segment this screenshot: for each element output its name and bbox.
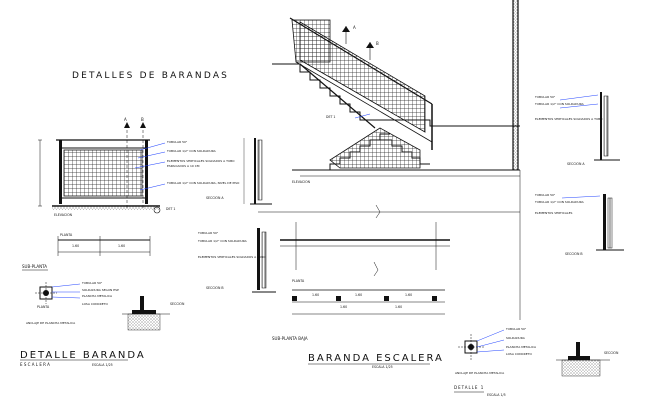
section-b-right xyxy=(561,194,624,251)
label-planta-post: PLANTA xyxy=(37,305,50,309)
dim-5: 1.60 xyxy=(405,293,413,297)
note-2: ESPACIADOS A 10 CM xyxy=(167,164,200,168)
label-det1: DET 1 xyxy=(166,207,176,211)
note-anclaje2: ANCLAJE DE PLANCHA METALICA xyxy=(455,371,505,375)
section-a-small xyxy=(243,138,272,205)
label-seccion-b1: SECCION B xyxy=(206,286,224,290)
note-tub-mid: TUBULAR 50" xyxy=(198,231,219,235)
marker-a2: A xyxy=(353,25,356,30)
title-detalle-baranda: DETALLE BARANDA xyxy=(20,350,146,361)
note-anclaje: ANCLAJE DE PLANCHA METALICA xyxy=(26,321,76,325)
note-tubular-1: TUBULAR 1/2" CON SOLDADURA xyxy=(167,149,216,153)
note-det-r3: PLANCHA METALICA xyxy=(506,345,537,349)
scale-mid: ESCALA 1/25 xyxy=(372,365,393,369)
marker-a1: A xyxy=(124,117,127,122)
label-seccion-a2: SECCION A xyxy=(567,162,585,166)
label-det1-stair: DET 1 xyxy=(326,115,336,119)
section-b-small xyxy=(252,228,276,293)
dim-3: 1.60 xyxy=(312,293,320,297)
note-det-left1: TUBULAR 50" xyxy=(82,281,103,285)
note-mid: ELEMENTOS VERTICALES SOLDADOS A TUBO xyxy=(198,255,266,259)
label-planta2: PLANTA xyxy=(292,279,305,283)
label-sub-planta: SUB-PLANTA xyxy=(22,264,47,269)
label-seccion-small: SECCION xyxy=(170,302,185,306)
label-seccion-b2: SECCION B xyxy=(565,252,583,256)
note-tub-mid2: TUBULAR 1/2" CON SOLDADURA xyxy=(198,239,247,243)
label-seccion-a1: SECCION A xyxy=(206,196,224,200)
label-planta1: PLANTA xyxy=(60,233,73,237)
marker-b2: B xyxy=(376,41,379,46)
note-tubular-r2: TUBULAR 1/2" CON SOLDADURA xyxy=(535,102,584,106)
note-det-r4: LOSA CONCRETO xyxy=(506,352,532,356)
note-det-left3: PLANCHA METALICA xyxy=(82,294,113,298)
plan-dims-left xyxy=(57,236,151,256)
note-r2: ELEMENTOS VERTICALES xyxy=(535,211,573,215)
sheet-title: DETALLES DE BARANDAS xyxy=(72,71,230,81)
dim-4: 1.60 xyxy=(355,293,363,297)
post-detail-right xyxy=(458,329,610,377)
scale-left: ESCALA 1/25 xyxy=(92,363,113,367)
post-detail-left xyxy=(35,282,170,331)
title-escalera: ESCALERA xyxy=(20,362,52,367)
note-3: TUBULAR 1/2" CON SOLDADURA, NIVEL DE PIS… xyxy=(167,181,240,185)
note-tubular-r4: TUBULAR 1/2" CON SOLDADURA xyxy=(535,200,584,204)
scale-right: ESCALA 1/5 xyxy=(487,393,506,397)
note-tubular-r3: TUBULAR 50" xyxy=(535,193,556,197)
stair-plan xyxy=(258,170,521,320)
title-baranda-escalera: BARANDA ESCALERA xyxy=(308,353,444,364)
note-tubular-r1: TUBULAR 50" xyxy=(535,95,556,99)
stair-elevation xyxy=(272,0,520,177)
label-elevacion-stair: ELEVACION xyxy=(292,180,310,184)
note-det-r1: TUBULAR 50" xyxy=(506,327,527,331)
note-tubular-top: TUBULAR 50" xyxy=(167,140,188,144)
dim-6: 1.60 xyxy=(340,305,348,309)
dim-1: 1.60 xyxy=(72,244,80,248)
note-1: ELEMENTOS VERTICALES SOLDADOS A TUBO xyxy=(167,159,235,163)
marker-b1: B xyxy=(141,117,144,122)
note-det-left2: SOLDADURA SEGUN ESP xyxy=(82,288,119,292)
label-elevacion: ELEVACION xyxy=(54,213,72,217)
label-seccion-small2: SECCION xyxy=(604,351,619,355)
dim-2: 1.60 xyxy=(118,244,126,248)
railing-elevation xyxy=(38,122,166,214)
dim-7: 1.60 xyxy=(395,305,403,309)
section-a-right xyxy=(559,92,620,161)
label-sub-planta-baja: SUB-PLANTA BAJA xyxy=(272,336,308,341)
title-detalle-right: DETALLE 1 xyxy=(454,385,485,390)
note-det-left4: LOSA CONCRETO xyxy=(82,302,108,306)
note-det-r2: SOLDADURA xyxy=(506,336,525,340)
note-r: ELEMENTOS VERTICALES SOLDADOS A TUBO xyxy=(535,117,603,121)
